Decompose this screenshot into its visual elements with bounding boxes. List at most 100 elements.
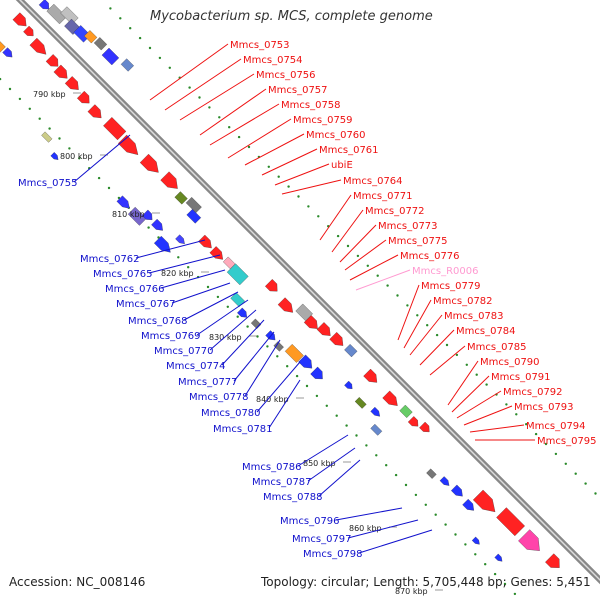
gene-feature[interactable]	[84, 30, 98, 44]
gene-feature[interactable]	[160, 171, 182, 193]
gene-feature[interactable]	[494, 553, 504, 563]
gene-feature[interactable]	[50, 152, 60, 161]
gene-feature[interactable]	[472, 489, 500, 517]
gene-feature[interactable]	[298, 354, 316, 372]
gene-feature[interactable]	[370, 406, 382, 418]
gene-feature[interactable]	[250, 318, 262, 329]
gene-label[interactable]: Mmcs_0758	[281, 100, 341, 111]
gene-feature[interactable]	[2, 47, 15, 60]
gene-feature[interactable]	[23, 25, 36, 39]
gene-feature[interactable]	[116, 195, 133, 212]
gene-feature[interactable]	[316, 322, 334, 339]
gene-feature[interactable]	[41, 131, 53, 143]
gene-label[interactable]: Mmcs_0796	[280, 516, 340, 527]
gene-feature[interactable]	[142, 209, 155, 223]
gene-feature[interactable]	[139, 153, 163, 177]
gene-feature[interactable]	[518, 529, 545, 557]
gene-feature[interactable]	[451, 484, 465, 499]
gene-feature[interactable]	[87, 104, 105, 122]
gene-label[interactable]: Mmcs_0757	[268, 85, 328, 96]
gene-feature[interactable]	[186, 209, 202, 224]
gene-feature[interactable]	[117, 134, 142, 159]
gene-feature[interactable]	[399, 404, 413, 418]
gene-feature[interactable]	[29, 37, 50, 58]
gene-feature[interactable]	[175, 234, 186, 246]
gene-feature[interactable]	[174, 191, 188, 205]
gene-label[interactable]: Mmcs_0756	[256, 70, 316, 81]
gene-feature[interactable]	[545, 553, 563, 572]
gene-feature[interactable]	[93, 37, 108, 51]
gene-feature[interactable]	[77, 90, 93, 107]
gene-label[interactable]: Mmcs_0783	[444, 311, 504, 322]
gene-label[interactable]: Mmcs_0771	[353, 191, 413, 202]
gene-feature[interactable]	[185, 197, 202, 213]
gene-feature[interactable]	[101, 47, 120, 66]
gene-label[interactable]: Mmcs_0779	[421, 281, 481, 292]
gene-label[interactable]: Mmcs_0792	[503, 387, 563, 398]
gene-label[interactable]: Mmcs_0786	[242, 462, 302, 473]
gene-feature[interactable]	[363, 368, 381, 386]
gene-feature[interactable]	[226, 263, 249, 286]
gene-label[interactable]: Mmcs_0797	[292, 534, 352, 545]
gene-feature[interactable]	[151, 218, 165, 233]
gene-label[interactable]: Mmcs_0766	[105, 284, 165, 295]
gene-label[interactable]: Mmcs_0778	[189, 392, 249, 403]
gene-feature[interactable]	[471, 536, 481, 546]
gene-feature[interactable]	[0, 33, 6, 54]
gene-label[interactable]: Mmcs_0775	[388, 236, 448, 247]
gene-feature[interactable]	[344, 380, 354, 391]
gene-label[interactable]: Mmcs_0774	[166, 361, 226, 372]
gene-feature[interactable]	[53, 64, 71, 82]
gene-label[interactable]: Mmcs_0788	[263, 492, 323, 503]
gene-label[interactable]: Mmcs_0784	[456, 326, 516, 337]
gene-feature[interactable]	[103, 117, 127, 141]
gene-feature[interactable]	[153, 235, 174, 256]
gene-feature[interactable]	[310, 366, 327, 383]
gene-label[interactable]: Mmcs_0781	[213, 424, 273, 435]
gene-feature[interactable]	[370, 423, 383, 436]
gene-label[interactable]: Mmcs_0754	[243, 55, 303, 66]
gene-label[interactable]: Mmcs_0790	[480, 357, 540, 368]
gene-label[interactable]: Mmcs_0762	[80, 254, 140, 265]
gene-label[interactable]: Mmcs_0761	[319, 145, 379, 156]
gene-label[interactable]: Mmcs_0767	[116, 299, 176, 310]
gene-feature[interactable]	[120, 58, 134, 72]
gene-label[interactable]: Mmcs_0787	[252, 477, 312, 488]
gene-feature[interactable]	[265, 279, 281, 295]
gene-label[interactable]: Mmcs_0765	[93, 269, 153, 280]
gene-feature[interactable]	[277, 297, 296, 316]
gene-feature[interactable]	[354, 397, 367, 409]
gene-feature[interactable]	[496, 507, 525, 537]
gene-feature[interactable]	[45, 54, 62, 70]
gene-label[interactable]: Mmcs_R0006	[412, 266, 478, 277]
gene-feature[interactable]	[26, 0, 42, 2]
gene-label[interactable]: Mmcs_0770	[154, 346, 214, 357]
gene-feature[interactable]	[284, 343, 304, 363]
gene-feature[interactable]	[419, 421, 432, 435]
gene-feature[interactable]	[38, 0, 52, 12]
gene-label[interactable]: Mmcs_0795	[537, 436, 597, 447]
gene-label[interactable]: Mmcs_0759	[293, 115, 353, 126]
gene-label[interactable]: Mmcs_0794	[526, 421, 586, 432]
gene-label[interactable]: Mmcs_0791	[491, 372, 551, 383]
gene-feature[interactable]	[426, 468, 437, 479]
gene-label[interactable]: Mmcs_0785	[467, 342, 527, 353]
gene-label[interactable]: Mmcs_0780	[201, 408, 261, 419]
gene-feature[interactable]	[407, 416, 421, 429]
gene-feature[interactable]	[46, 3, 67, 25]
gene-label[interactable]: Mmcs_0768	[128, 316, 188, 327]
gene-feature[interactable]	[60, 6, 79, 25]
gene-label[interactable]: Mmcs_0798	[303, 549, 363, 560]
gene-feature[interactable]	[344, 344, 358, 358]
gene-feature[interactable]	[64, 76, 82, 93]
gene-feature[interactable]	[439, 476, 451, 487]
gene-label[interactable]: Mmcs_0793	[514, 402, 574, 413]
gene-feature[interactable]	[127, 206, 147, 226]
gene-label[interactable]: Mmcs_0755	[18, 178, 78, 189]
gene-feature[interactable]	[303, 315, 321, 332]
gene-feature[interactable]	[382, 390, 401, 409]
gene-label[interactable]: Mmcs_0782	[433, 296, 493, 307]
gene-label[interactable]: Mmcs_0772	[365, 206, 425, 217]
gene-feature[interactable]	[273, 341, 284, 352]
